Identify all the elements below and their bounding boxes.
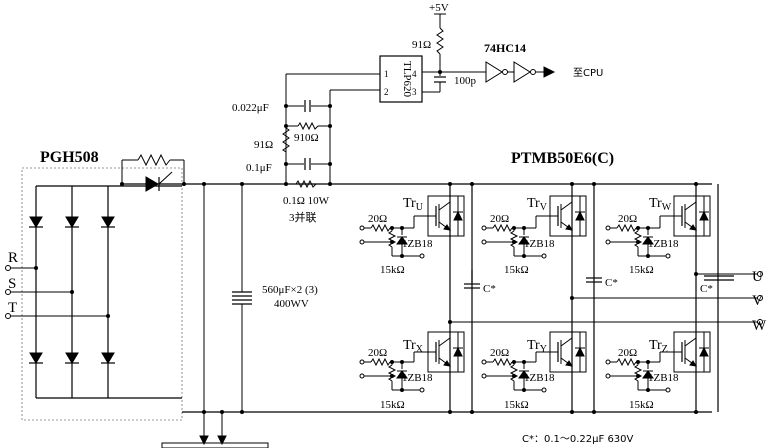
opto-pin3-label: 3 — [412, 87, 417, 97]
opto-pin4-label: 4 — [412, 69, 417, 79]
rb-v-label: 15kΩ — [504, 264, 529, 276]
rectifier-diode-3 — [100, 213, 116, 231]
rg-v-label: 20Ω — [490, 213, 509, 225]
pullup-label: 91Ω — [412, 39, 431, 51]
tru-label: TrU — [403, 196, 424, 213]
output-u-terminal — [757, 271, 763, 277]
input-s-label: S — [8, 276, 16, 292]
c-0022uf-label: 0.022μF — [232, 102, 269, 114]
rectifier-part-label: PGH508 — [40, 149, 99, 166]
opto-cap-label: 100p — [454, 75, 477, 87]
ground-arrow-right — [217, 435, 227, 446]
zener-v-label: 1ZB18 — [524, 238, 555, 250]
vcc-label: +5V — [429, 2, 449, 14]
rectifier-diode-2 — [64, 213, 80, 231]
rg-y-label: 20Ω — [490, 347, 509, 359]
dc-cap-voltage-label: 400WV — [274, 298, 309, 310]
output-u-label: U — [752, 269, 763, 285]
trz-label: TrZ — [649, 338, 668, 355]
inrush-limiter — [120, 153, 186, 192]
trx-label: TrX — [403, 338, 424, 355]
zener-y-label: 1ZB18 — [524, 372, 555, 384]
module-part-label: PTMB50E6(C) — [511, 150, 614, 167]
output-w-terminal — [757, 319, 763, 325]
rb-z-label: 15kΩ — [629, 399, 654, 411]
opto-pin1-label: 1 — [384, 69, 389, 79]
ground-arrow-left — [199, 435, 209, 446]
try-label: TrY — [527, 338, 547, 355]
rectifier-block: PGH508 R S T — [5, 149, 183, 421]
input-r-terminal — [5, 265, 11, 271]
cpu-arrow — [543, 66, 556, 78]
r-910-label: 910Ω — [294, 132, 319, 144]
logic-part-label: 74HC14 — [484, 41, 526, 55]
opto-pin2-label: 2 — [384, 87, 389, 97]
input-s-terminal — [5, 289, 11, 295]
schmitt-inverters: 74HC14 至CPU — [484, 41, 603, 83]
rb-u-label: 15kΩ — [380, 264, 405, 276]
igbt-trw — [673, 195, 711, 237]
rg-u-label: 20Ω — [368, 213, 387, 225]
rb-x-label: 15kΩ — [380, 399, 405, 411]
snubber-note: C*：0.1～0.22μF 630V — [522, 434, 634, 445]
zener-z-label: 1ZB18 — [648, 372, 679, 384]
rectifier-diode-1 — [28, 213, 44, 231]
output-terminals: U V W — [752, 269, 767, 334]
snubber-w-label: C* — [700, 283, 713, 295]
shunt-resistor — [295, 179, 317, 189]
thyristor-symbol — [145, 176, 159, 192]
trw-label: TrW — [649, 196, 672, 213]
gate-labels: 20Ω 20Ω 20Ω 20Ω 20Ω 20Ω 1ZB18 1ZB18 1ZB1… — [368, 213, 679, 411]
snubber-v-label: C* — [605, 277, 618, 289]
igbt-try — [549, 331, 587, 373]
rb-w-label: 15kΩ — [629, 264, 654, 276]
shunt-label: 0.1Ω 10W — [283, 195, 330, 207]
input-t-terminal — [5, 313, 11, 319]
igbt-trx — [427, 331, 465, 373]
sense-network: 0.022μF 910Ω 91Ω 0.1μF 0.1Ω 10W 3并联 — [232, 73, 380, 224]
transistor-labels: TrU TrV TrW TrX TrY TrZ — [403, 196, 672, 355]
snubber-u-label: C* — [483, 283, 496, 295]
zener-u-label: 1ZB18 — [402, 238, 433, 250]
rectifier-diode-6 — [100, 349, 116, 367]
igbt-tru — [427, 195, 465, 237]
rg-w-label: 20Ω — [618, 213, 637, 225]
zener-w-label: 1ZB18 — [648, 238, 679, 250]
zener-x-label: 1ZB18 — [402, 372, 433, 384]
igbt-trz — [673, 331, 711, 373]
phase-legs: C* C* C* — [448, 182, 760, 414]
input-t-label: T — [8, 300, 17, 316]
r-91-label: 91Ω — [254, 139, 273, 151]
c-01uf-label: 0.1μF — [246, 162, 272, 174]
dc-bus-capacitor: 560μF×2 (3) 400WV — [232, 184, 318, 412]
rg-x-label: 20Ω — [368, 347, 387, 359]
rb-y-label: 15kΩ — [504, 399, 529, 411]
optocoupler-part-label: TLP620 — [401, 61, 413, 98]
optocoupler: TLP620 1 2 4 3 100p +5V 91Ω — [379, 2, 486, 103]
input-r-label: R — [8, 250, 18, 266]
output-v-label: V — [752, 293, 763, 309]
pullup-resistor — [436, 27, 444, 55]
rg-z-label: 20Ω — [618, 347, 637, 359]
rectifier-diode-5 — [64, 349, 80, 367]
dc-cap-value-label: 560μF×2 (3) — [262, 284, 318, 296]
igbt-trv — [549, 195, 587, 237]
dc-bus — [161, 182, 712, 448]
rectifier-diode-4 — [28, 349, 44, 367]
shunt-note-label: 3并联 — [289, 210, 317, 224]
cpu-output-label: 至CPU — [573, 67, 603, 79]
trv-label: TrV — [527, 196, 548, 213]
output-w-label: W — [752, 318, 767, 334]
gate-networks — [359, 215, 674, 393]
output-v-terminal — [757, 295, 763, 301]
